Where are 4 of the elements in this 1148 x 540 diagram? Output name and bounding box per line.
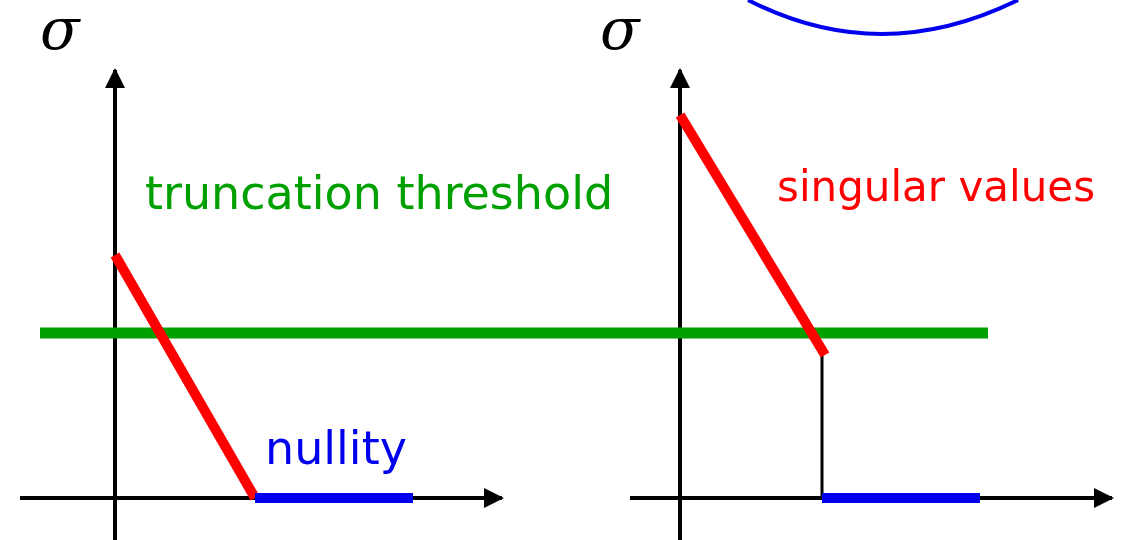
curve-label: singular values bbox=[777, 166, 1096, 208]
axis-label: σ bbox=[600, 0, 640, 58]
axis-label: σ bbox=[40, 0, 80, 58]
threshold-label: truncation threshold bbox=[145, 170, 614, 216]
